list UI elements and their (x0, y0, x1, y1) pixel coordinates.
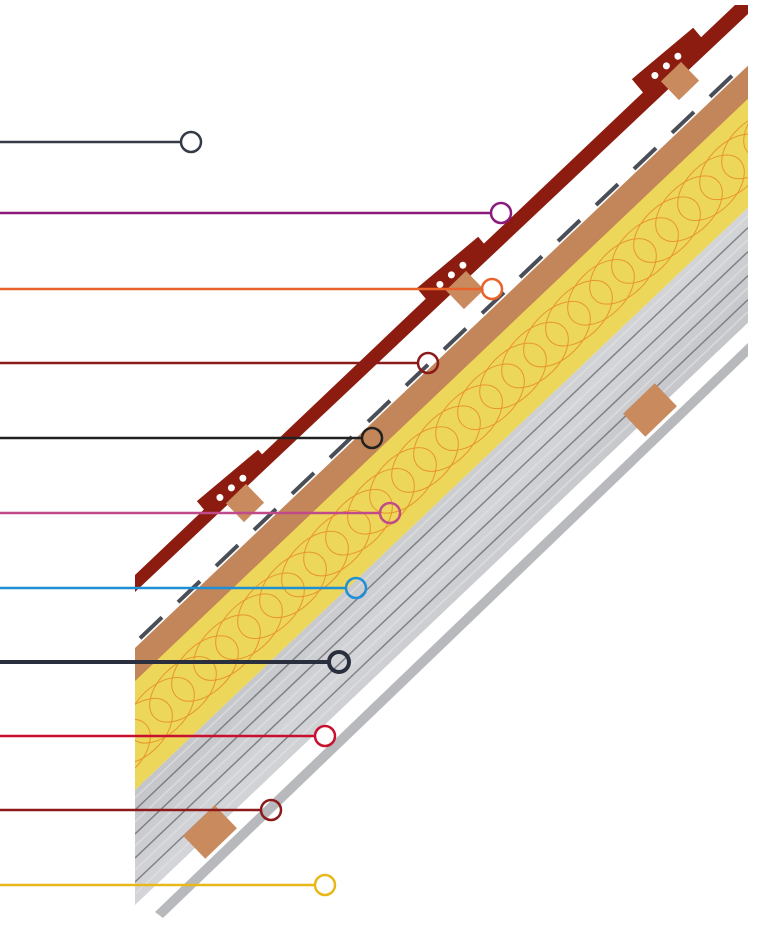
insulation-fibre (135, 718, 151, 786)
underlay-dash (328, 435, 354, 460)
callout-circle-icon (313, 724, 337, 748)
batten (660, 61, 700, 101)
insulation-fibre (435, 384, 503, 451)
hook-hole (239, 474, 247, 482)
callout-circle-icon (259, 798, 283, 822)
insulation-fibre (259, 551, 327, 619)
metal-membrane-layer (135, 207, 748, 905)
underlay-dash (404, 363, 430, 387)
insulation-fibre (369, 447, 437, 514)
hook-hole (227, 484, 235, 492)
callout-marker (0, 351, 440, 375)
underlay-dash (670, 110, 696, 135)
callout-marker (0, 277, 504, 301)
membrane-groove (135, 263, 748, 847)
underlay-dash (632, 146, 658, 171)
tile-hook (196, 449, 270, 515)
insulation-fibre (303, 509, 371, 577)
insulation-fibre (655, 175, 723, 242)
roof-tile-layer (135, 5, 748, 592)
insulation-fibre (391, 426, 459, 493)
callout-circle-icon (344, 576, 368, 600)
hook-hole (216, 493, 224, 501)
callouts (0, 130, 513, 897)
callout-circle-icon (313, 873, 337, 897)
callout-circle-icon (327, 650, 351, 674)
hook-hole (447, 271, 455, 279)
insulation-fibre (171, 635, 239, 702)
membrane-groove (135, 239, 748, 823)
tile-hook-body (631, 27, 705, 93)
underlay-dash (556, 218, 582, 243)
callout-circle-icon (489, 201, 513, 225)
hook-hole (459, 261, 467, 269)
callout-circle-icon (416, 351, 440, 375)
underlay-dash (518, 254, 544, 279)
insulation-fibre (545, 279, 613, 347)
insulation-fibre (325, 488, 393, 556)
insulation-fibre (611, 217, 679, 284)
underlay-dash (214, 543, 240, 568)
insulation-fibre (721, 112, 748, 180)
underlay-dash (176, 579, 202, 604)
tile-hook (416, 236, 490, 302)
callout-marker (0, 798, 283, 822)
support-block (183, 805, 237, 859)
callout-marker (0, 650, 351, 674)
membrane-groove (135, 215, 748, 799)
membrane-groove (135, 287, 748, 871)
tile-hook-body (416, 236, 490, 302)
callout-marker (0, 201, 513, 225)
insulation-fibre (193, 614, 261, 681)
hook-hole (662, 62, 670, 70)
insulation-fibre (281, 530, 349, 598)
insulation-fibre (479, 342, 547, 410)
insulation-layer (135, 97, 748, 790)
hook-hole (651, 71, 659, 79)
insulation-fibre (135, 677, 195, 744)
callout-circle-icon (378, 501, 402, 525)
underlay-dash (442, 327, 468, 351)
membrane-groove (135, 275, 748, 859)
underlay-dash (594, 182, 620, 207)
callout-circle-icon (179, 130, 203, 154)
insulation-fibre (413, 405, 481, 472)
callout-circle-icon (360, 426, 384, 450)
underlay-dash (290, 471, 316, 496)
insulation-fibre (215, 593, 283, 660)
callout-marker (0, 873, 337, 897)
insulation-fibre (50, 728, 141, 818)
insulation-fibre (677, 154, 745, 222)
callout-marker (0, 426, 384, 450)
hook-hole (436, 280, 444, 288)
tile-hook (631, 27, 705, 93)
insulation-fibre (589, 238, 657, 305)
membrane-groove (135, 227, 748, 811)
roof-layers (50, 65, 748, 905)
callout-marker (0, 576, 368, 600)
insulation-fibre (567, 259, 635, 326)
hook-hole (674, 52, 682, 60)
support-block (623, 383, 677, 437)
roof-parts (135, 5, 748, 918)
underlay-dash (366, 399, 392, 424)
underlay-dash (708, 74, 734, 99)
insulation-fibre (523, 300, 591, 368)
callout-marker (0, 501, 402, 525)
insulation-fibre (699, 133, 748, 201)
ceiling-plate (155, 343, 748, 918)
tile-hook-body (196, 449, 270, 515)
membrane-groove (135, 251, 748, 835)
callout-marker (0, 724, 337, 748)
insulation-fibre (135, 697, 173, 765)
insulation-fibre (633, 196, 701, 263)
insulation-fibre (501, 321, 569, 389)
underlay-dash (138, 615, 164, 640)
callout-marker (0, 130, 203, 154)
wood-board-layer (135, 65, 748, 681)
insulation-fibre (457, 363, 525, 431)
callout-circle-icon (480, 277, 504, 301)
